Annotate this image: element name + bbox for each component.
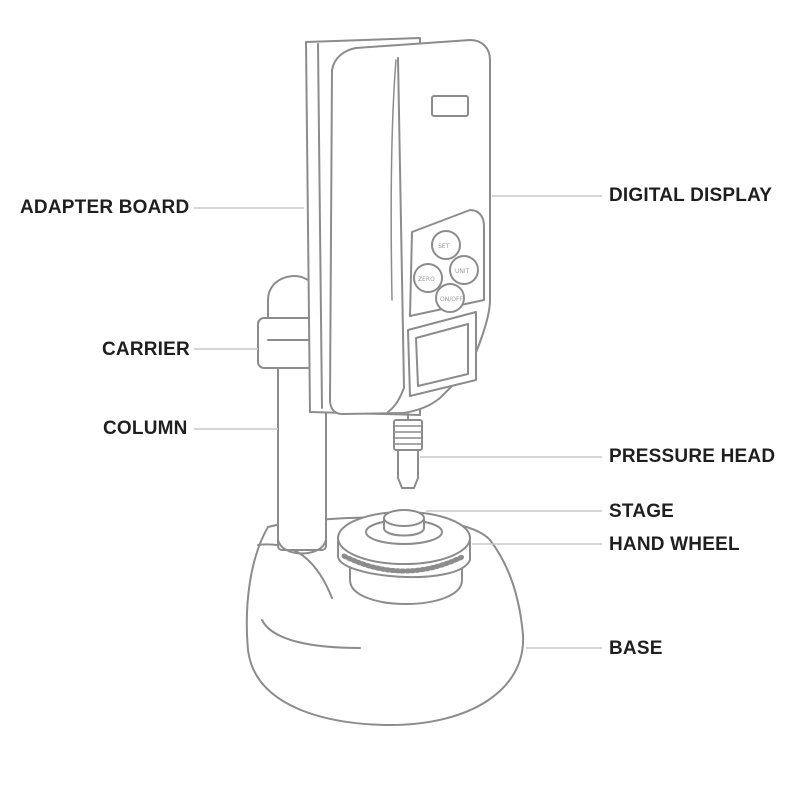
label-column: COLUMN [103,418,188,439]
label-base: BASE [609,638,663,659]
keypad-right-text: UNIT [455,268,470,275]
label-pressure-head: PRESSURE HEAD [609,446,776,467]
keypad [409,209,485,317]
label-stage: STAGE [609,501,675,522]
keypad-top-text: SET [438,243,450,250]
lcd-screen [407,311,477,397]
pressure-head-shape [393,413,423,489]
stage-shape [365,509,443,545]
keypad-left-text: ZERO [418,276,435,283]
label-hand-wheel: HAND WHEEL [609,534,740,555]
label-digital-display: DIGITAL DISPLAY [609,185,773,206]
label-adapter-board: ADAPTER BOARD [20,197,190,218]
label-carrier: CARRIER [102,339,190,360]
indicator-window [431,95,469,117]
keypad-bottom-text: ON/OFF [440,296,463,303]
